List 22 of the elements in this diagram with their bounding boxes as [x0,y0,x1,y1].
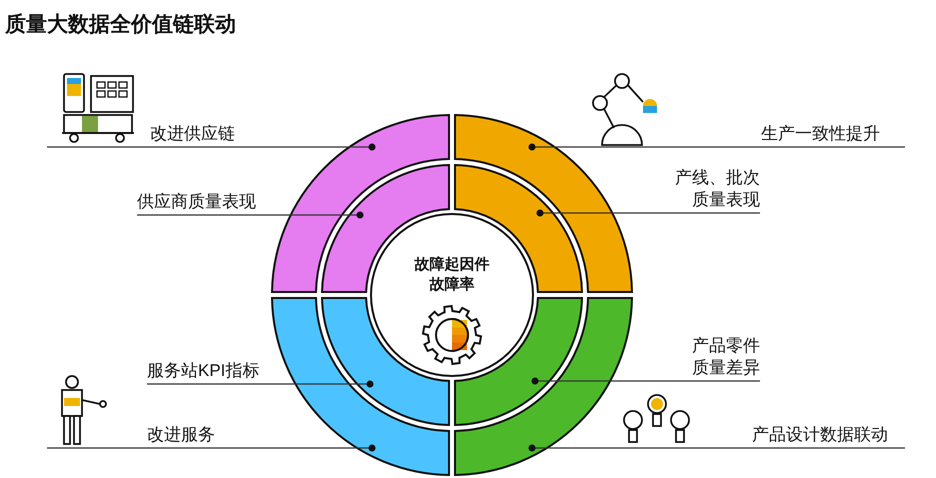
ring-segment [321,297,450,426]
leader-line [532,378,760,384]
callout-label: 供应商质量表现 [137,191,256,213]
callout-label: 产品设计数据联动 [752,424,888,446]
callout-label: 改进服务 [147,424,215,446]
title: 质量大数据全价值链联动 [5,12,236,38]
ring-segment [271,297,450,476]
leader-line [147,380,374,388]
leader-line [147,444,376,452]
leader-line [137,212,364,218]
leader-line [528,444,888,452]
hub-text: 故障起因件故障率 [413,255,490,295]
callout-label: 产线、批次质量表现 [672,167,760,211]
callout-label: 改进供应链 [150,123,235,145]
ring-segment [454,297,633,476]
leader-line [528,144,880,150]
leader-line [150,144,376,150]
callout-label: 服务站KPI指标 [147,360,260,382]
callout-label: 产品零件质量差异 [690,335,760,379]
callout-label: 生产一致性提升 [761,123,880,145]
ring-segment [454,297,583,426]
leader-line [536,210,760,216]
